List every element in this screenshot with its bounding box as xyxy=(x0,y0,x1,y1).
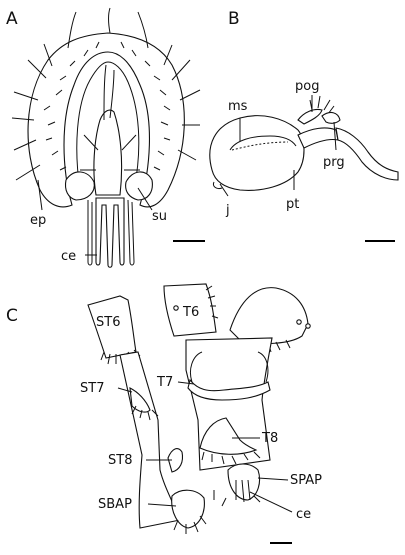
label-st7: ST7 xyxy=(80,381,104,396)
label-prg: prg xyxy=(323,155,345,170)
st7-pointer xyxy=(117,387,133,393)
spap-pointer xyxy=(257,477,289,481)
label-su: su xyxy=(152,209,167,224)
distiphallus xyxy=(335,127,399,181)
ejaculatory-apodeme xyxy=(213,181,223,189)
central-sclerite xyxy=(93,109,123,196)
label-ep: ep xyxy=(30,213,46,228)
postgonite xyxy=(297,108,323,125)
ep-pointer xyxy=(37,179,43,211)
tergite-6-right xyxy=(229,287,309,344)
label-ms: ms xyxy=(228,99,248,114)
panel-c-letter: C xyxy=(6,306,18,326)
postgonite-bristles xyxy=(309,95,335,115)
t7-horns xyxy=(189,351,269,383)
internal-structure xyxy=(231,141,289,151)
phallus-neck xyxy=(297,127,339,149)
t6-left-bristles xyxy=(205,285,219,319)
central-processes xyxy=(80,64,140,171)
label-sbap: SBAP xyxy=(98,497,132,512)
label-j: j xyxy=(225,203,230,218)
t6-spiracle-right-2 xyxy=(305,323,311,329)
tergite-8 xyxy=(199,417,258,455)
panel-c: C xyxy=(6,283,322,544)
tergite-6-left xyxy=(163,283,217,337)
sbap-pointer xyxy=(147,503,177,507)
t6-spiracle-right-1 xyxy=(296,319,302,325)
label-pog: pog xyxy=(295,79,319,94)
phallus-bulb xyxy=(209,115,305,191)
cerci-c xyxy=(235,479,251,503)
t8-bristles xyxy=(201,451,261,465)
label-t6: T6 xyxy=(182,305,199,320)
hair-texture xyxy=(43,41,171,171)
cerci xyxy=(95,197,125,268)
label-ce-c: ce xyxy=(296,507,311,522)
bristles-left xyxy=(11,43,53,181)
ce-c-pointer xyxy=(249,491,293,513)
j-pointer xyxy=(219,183,229,197)
su-pointer xyxy=(137,187,153,211)
label-pt: pt xyxy=(286,197,299,212)
label-st8: ST8 xyxy=(108,453,132,468)
label-t8: T8 xyxy=(261,431,278,446)
panel-c-drawing xyxy=(87,283,311,534)
panel-b: B ms pog prg pt j xyxy=(209,9,399,242)
dorsal-horns xyxy=(67,7,149,49)
prg-pointer xyxy=(333,121,337,151)
cerci-outer xyxy=(87,199,135,266)
label-spap: SPAP xyxy=(290,473,322,488)
panel-a-letter: A xyxy=(6,9,18,29)
bristles-right xyxy=(163,44,201,161)
surstylus-left xyxy=(64,171,95,201)
surstylus-right xyxy=(125,171,153,201)
sternite-7 xyxy=(129,387,151,413)
label-st6: ST6 xyxy=(96,315,120,330)
epandrium-outline xyxy=(27,32,185,208)
pregonite xyxy=(321,111,341,124)
panel-a-drawing xyxy=(11,7,201,268)
t6-spiracle-left xyxy=(173,305,179,311)
internal-outline xyxy=(229,135,297,151)
sternite-8 xyxy=(167,448,184,473)
panel-b-drawing xyxy=(209,95,399,191)
label-ce-a: ce xyxy=(61,249,76,264)
t7-pointer xyxy=(177,381,195,385)
terminal-bristles xyxy=(173,490,261,534)
tergite-7 xyxy=(187,378,271,401)
st7-bristles xyxy=(131,405,159,421)
label-t7: T7 xyxy=(156,375,173,390)
epandrium-inner xyxy=(76,61,140,191)
panel-a: A ep su ce xyxy=(6,7,205,268)
panel-b-letter: B xyxy=(228,9,240,29)
